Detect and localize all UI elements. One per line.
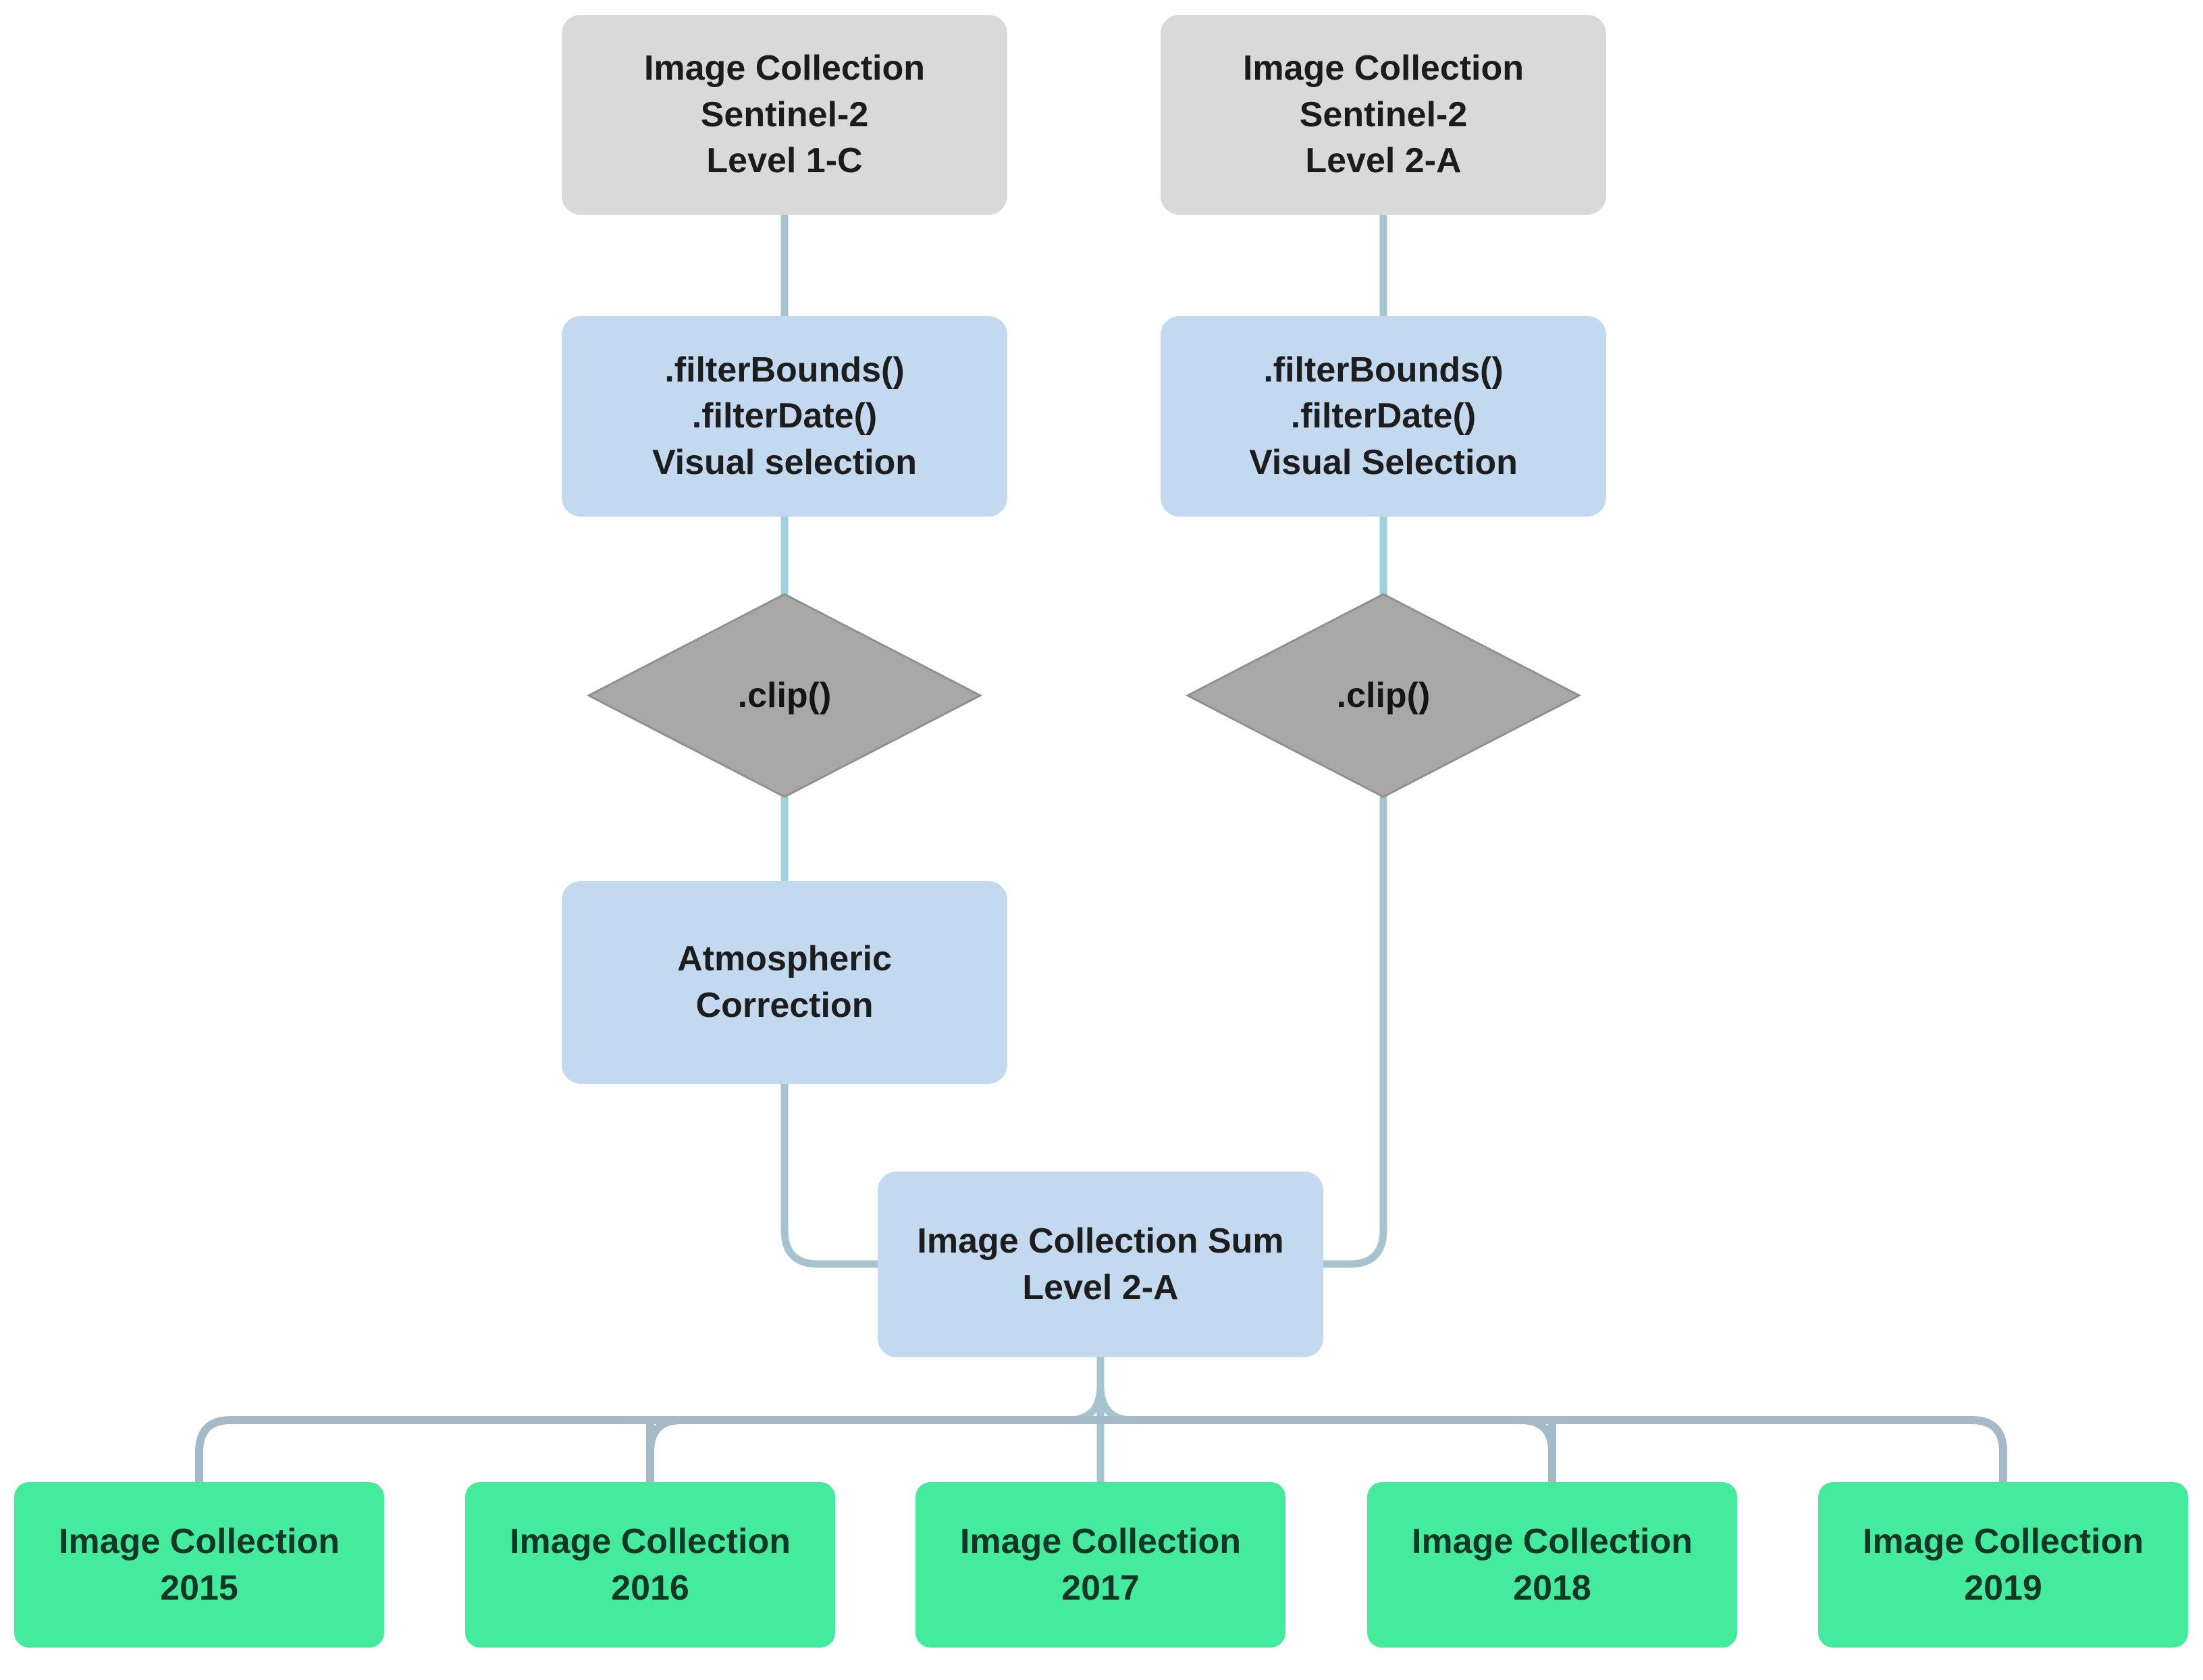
node-text-line: Level 2-A	[1305, 141, 1462, 181]
node-text-line: Image Collection	[58, 1521, 340, 1561]
connector-bus-2016-fillet	[646, 1416, 683, 1452]
node-text-line: .filterDate()	[691, 396, 878, 436]
connector-bus-2018-fillet	[1520, 1416, 1556, 1452]
node-clip-left: .clip()	[589, 594, 980, 797]
node-text-line: 2015	[160, 1568, 238, 1608]
node-text-line: Image Collection	[643, 49, 926, 88]
node-image-collection-2019: Image Collection 2019	[1818, 1482, 2188, 1648]
node-text-line: Visual selection	[652, 442, 918, 482]
node-clip-right: .clip()	[1188, 594, 1579, 797]
node-text-line: 2018	[1513, 1568, 1591, 1608]
node-text-line: Sentinel-2	[1299, 95, 1468, 134]
node-text-line: .filterBounds()	[1263, 350, 1504, 390]
node-text-line: 2017	[1061, 1568, 1140, 1608]
node-image-collection-2017: Image Collection 2017	[915, 1482, 1285, 1648]
node-text-line: Image Collection	[959, 1521, 1242, 1561]
node-text-line: Image Collection	[509, 1521, 791, 1561]
connector-sum-bus-left-curve	[1067, 1385, 1105, 1424]
node-text-line: Image Collection	[1411, 1521, 1693, 1561]
connector-bus	[195, 1416, 2007, 1482]
node-image-collection-2018: Image Collection 2018	[1367, 1482, 1737, 1648]
node-text-line: Correction	[695, 986, 874, 1025]
connector-atmospheric-sum	[780, 1084, 879, 1268]
node-text-line: Image Collection	[1862, 1521, 2144, 1561]
node-text-line: Image Collection Sum	[917, 1221, 1284, 1261]
node-text-line: Atmospheric	[677, 939, 892, 979]
clip-diamond-left-shape	[586, 593, 983, 798]
node-filter-right: .filterBounds() .filterDate() Visual Sel…	[1161, 316, 1606, 517]
connector-clip-sum	[1322, 795, 1387, 1268]
node-image-collection-2016: Image Collection 2016	[465, 1482, 835, 1648]
node-text-line: .clip()	[1336, 676, 1431, 715]
node-atmospheric-correction: Atmospheric Correction	[562, 881, 1007, 1084]
node-text-line: 2016	[611, 1568, 689, 1608]
node-text-line: Level 2-A	[1022, 1267, 1179, 1307]
node-source-sentinel2-level1c: Image Collection Sentinel-2 Level 1-C	[562, 15, 1007, 215]
node-text-line: 2019	[1964, 1568, 2042, 1608]
node-text-line: Visual Selection	[1249, 442, 1518, 482]
node-text-line: Image Collection	[1242, 49, 1524, 88]
node-image-collection-2015: Image Collection 2015	[14, 1482, 384, 1648]
node-text-line: Sentinel-2	[700, 95, 869, 134]
node-text-line: .filterBounds()	[664, 350, 905, 390]
node-text-line: .clip()	[737, 676, 832, 715]
node-image-collection-sum: Image Collection Sum Level 2-A	[878, 1172, 1323, 1357]
node-source-sentinel2-level2a: Image Collection Sentinel-2 Level 2-A	[1161, 15, 1606, 215]
node-text-line: Level 1-C	[706, 141, 863, 181]
clip-diamond-right-shape	[1185, 593, 1582, 798]
node-text-line: .filterDate()	[1290, 396, 1477, 436]
connector-sum-bus-right-curve	[1096, 1385, 1134, 1424]
node-filter-left: .filterBounds() .filterDate() Visual sel…	[562, 316, 1007, 517]
